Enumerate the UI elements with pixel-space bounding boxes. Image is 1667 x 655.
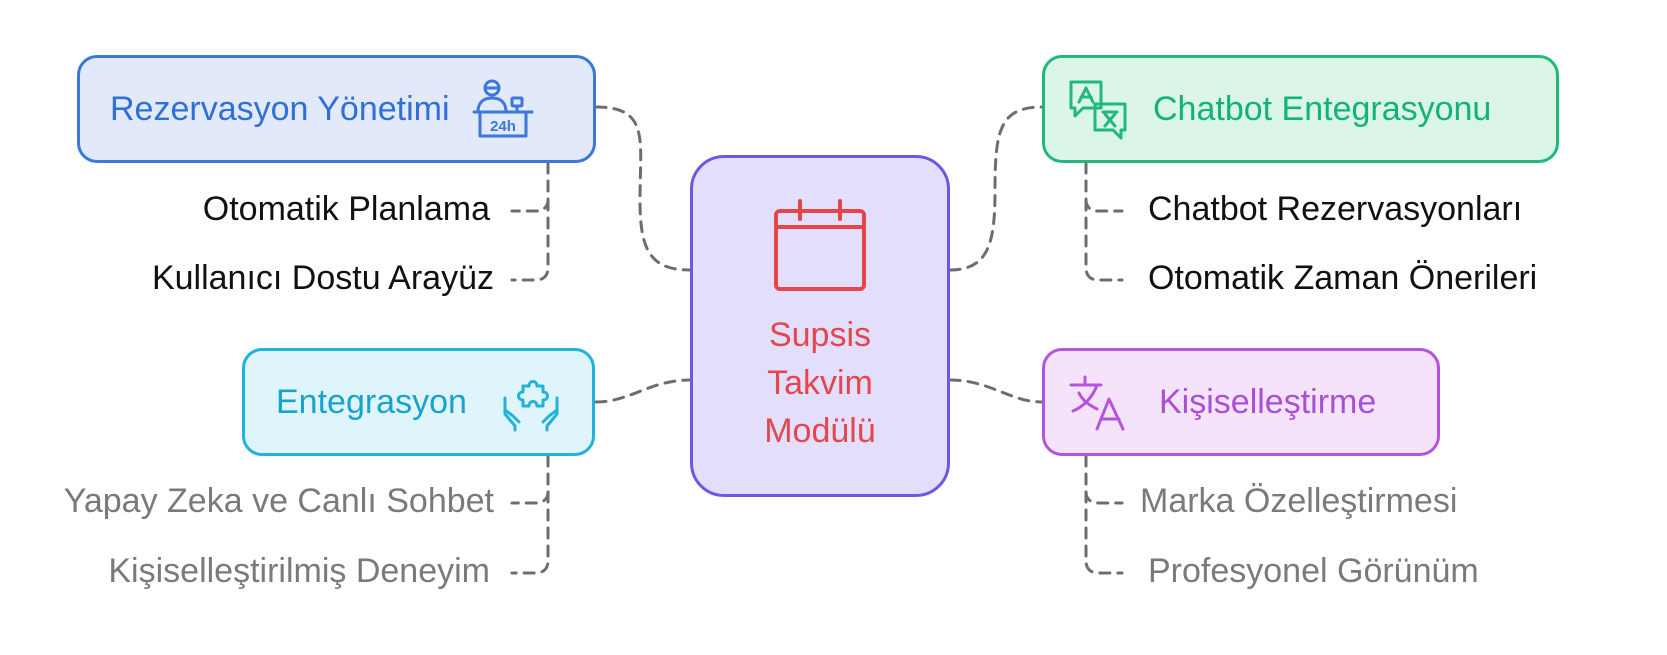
link-center-kisisellestirme — [948, 378, 1044, 404]
link-rez-item1 — [510, 161, 550, 213]
link-chat-item2 — [1084, 198, 1124, 282]
link-ent-item2 — [510, 490, 550, 575]
link-center-rezervasyon — [594, 105, 692, 272]
puzzle-hands-icon — [501, 372, 561, 432]
reception-24h-icon: 24h — [472, 78, 534, 140]
chatbot-item-2: Otomatik Zaman Önerileri — [1148, 259, 1538, 297]
language-translate-icon — [1067, 371, 1129, 433]
entegrasyon-item-2: Kişiselleştirilmiş Deneyim — [108, 552, 490, 590]
link-kis-item2 — [1084, 490, 1124, 575]
branch-chatbot-node: Chatbot Entegrasyonu — [1042, 55, 1559, 163]
chatbot-item-1: Chatbot Rezervasyonları — [1148, 190, 1523, 228]
link-center-entegrasyon — [594, 378, 692, 404]
link-rez-item2 — [510, 198, 550, 282]
center-line-2: Takvim — [767, 364, 873, 402]
calendar-icon — [772, 197, 868, 293]
rezervasyon-item-1: Otomatik Planlama — [202, 190, 490, 228]
kisisellestirme-item-2: Profesyonel Görünüm — [1148, 552, 1479, 590]
center-line-1: Supsis — [768, 316, 872, 354]
center-line-3: Modülü — [764, 412, 876, 450]
svg-text:24h: 24h — [490, 118, 516, 135]
branch-kisisellestirme-node: Kişiselleştirme — [1042, 348, 1440, 456]
rezervasyon-item-2: Kullanıcı Dostu Arayüz — [151, 259, 494, 297]
link-center-chatbot — [948, 105, 1044, 272]
link-ent-item1 — [510, 454, 550, 505]
branch-entegrasyon-title: Entegrasyon — [276, 382, 467, 421]
branch-entegrasyon-node: Entegrasyon — [242, 348, 595, 456]
center-node: Supsis Takvim Modülü — [690, 155, 950, 497]
branch-kisisellestirme-title: Kişiselleştirme — [1159, 382, 1377, 421]
branch-rezervasyon-node: Rezervasyon Yönetimi 24h — [77, 55, 596, 163]
translate-chat-icon — [1067, 78, 1129, 140]
kisisellestirme-item-1: Marka Özelleştirmesi — [1140, 482, 1458, 520]
entegrasyon-item-1: Yapay Zeka ve Canlı Sohbet — [63, 482, 494, 520]
center-title: Supsis Takvim Modülü — [764, 311, 876, 455]
link-chat-item1 — [1084, 161, 1124, 213]
branch-rezervasyon-title: Rezervasyon Yönetimi — [110, 89, 450, 128]
branch-chatbot-title: Chatbot Entegrasyonu — [1153, 89, 1492, 128]
link-kis-item1 — [1084, 454, 1124, 505]
